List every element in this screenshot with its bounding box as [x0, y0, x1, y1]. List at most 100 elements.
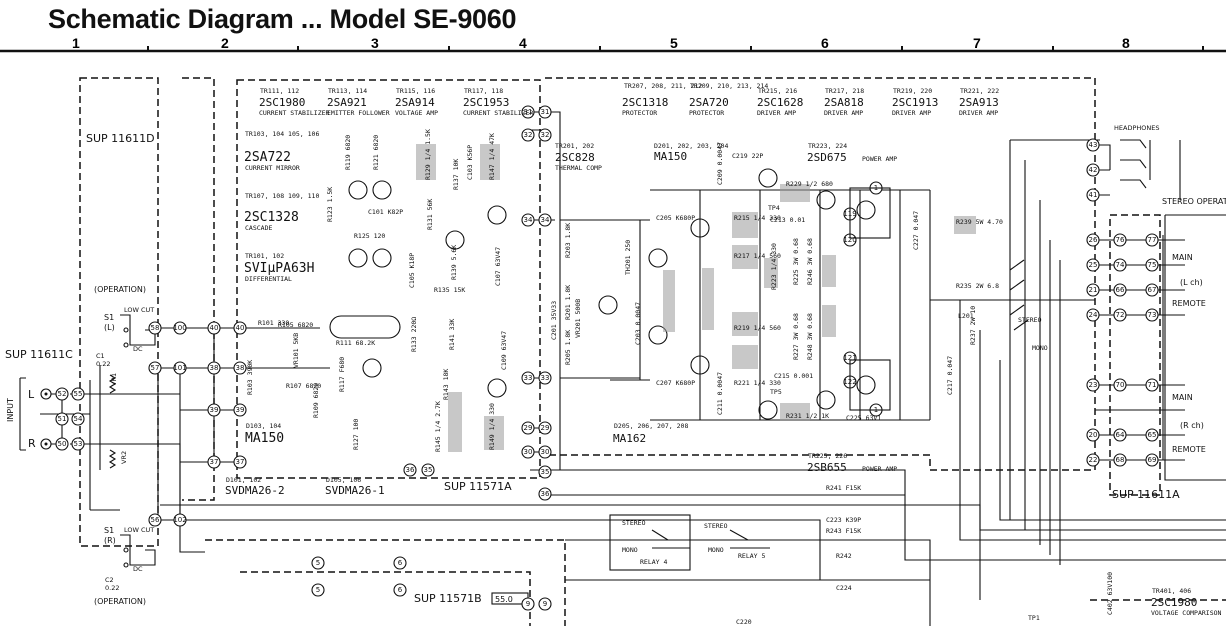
vr2-label: VR2 — [120, 451, 128, 464]
r107-label: R107 6820 — [286, 382, 321, 390]
c213-label: C213 0.01 — [770, 216, 805, 224]
input-label: INPUT — [6, 398, 15, 422]
switch-name: S1 — [104, 526, 114, 535]
r123-label: R123 1.5K — [326, 187, 334, 222]
svg-text:38: 38 — [210, 364, 219, 372]
group-part: 2SD675 — [807, 151, 847, 164]
svg-text:40: 40 — [236, 324, 245, 332]
group-part: SVIμPA63H — [244, 261, 314, 276]
remote-l-label: REMOTE — [1172, 299, 1206, 308]
svg-text:50: 50 — [58, 440, 67, 448]
group-refs: TR223, 224 — [808, 142, 847, 150]
group-func: DIFFERENTIAL — [245, 275, 292, 283]
relay5-label: RELAY 5 — [738, 552, 765, 560]
svg-text:34: 34 — [541, 216, 550, 224]
r217-label: R217 1/4 560 — [734, 252, 781, 260]
group-refs: D101, 102 — [226, 476, 261, 484]
tr-refs: TR219, 220 — [893, 87, 932, 95]
tr-part: 2SA921 — [327, 96, 367, 109]
r225-label: R225 3W 0.68 — [792, 238, 800, 285]
relay4-mono: MONO — [622, 546, 638, 554]
r133-label: R133 220Ω — [410, 317, 418, 352]
relay5-stereo: STEREO — [704, 522, 728, 530]
group-func: THERMAL COMP — [555, 164, 602, 172]
svg-text:37: 37 — [236, 458, 245, 466]
tr-func: CURRENT STABILIZER — [259, 109, 330, 117]
low-cut-label: LOW CUT — [124, 526, 154, 534]
tr-refs: TR117, 118 — [464, 87, 503, 95]
group-part: 2SC1328 — [244, 210, 299, 225]
c105-label: C105 K18P — [408, 253, 416, 288]
c203-label: C203 0.0047 — [634, 302, 642, 345]
svg-text:75: 75 — [1148, 261, 1157, 269]
c224-label: C224 — [836, 584, 852, 592]
r141-label: R141 33K — [448, 319, 456, 350]
tr-part: 2SA818 — [824, 96, 864, 109]
svg-text:9: 9 — [543, 600, 547, 608]
svg-text:24: 24 — [1089, 311, 1098, 319]
tr-func: CURRENT STABILIZER — [463, 109, 534, 117]
svg-text:6: 6 — [398, 586, 403, 594]
board-label: SUP 11611A — [1112, 488, 1180, 501]
column-ruler: 1 2 3 4 5 6 7 8 — [0, 35, 1226, 53]
r241-label: R241 F15K — [826, 484, 861, 492]
box-value: 55.0 — [495, 595, 513, 604]
r239-label: R239 5W 4.70 — [956, 218, 1003, 226]
r117-label: R117 F680 — [338, 357, 346, 392]
svg-text:32: 32 — [524, 131, 533, 139]
group-refs: TR107, 108 109, 110 — [245, 192, 319, 200]
column-label: 6 — [821, 35, 829, 51]
c219-label: C219 22P — [732, 152, 763, 160]
relay4-stereo: STEREO — [622, 519, 646, 527]
svg-text:30: 30 — [524, 448, 533, 456]
svg-text:55: 55 — [74, 390, 83, 398]
svg-text:29: 29 — [541, 424, 550, 432]
tr-part: 2SA913 — [959, 96, 999, 109]
c205-label: C205 K680P — [656, 214, 695, 222]
svg-text:41: 41 — [1089, 191, 1098, 199]
group-part: MA150 — [245, 431, 284, 446]
c225-label: C225 63V1 — [846, 414, 881, 422]
mono-label: MONO — [1032, 344, 1048, 352]
svg-text:56: 56 — [151, 516, 160, 524]
svg-text:33: 33 — [524, 374, 533, 382]
switch-s1-right: S1 (R) LOW CUT DC C2 0.22 (OPERATION) VR… — [94, 449, 156, 606]
c2-value: 0.22 — [105, 584, 119, 592]
svg-text:67: 67 — [1148, 286, 1157, 294]
tr-part: 2SC1318 — [622, 96, 668, 109]
r246-label: R246 3W 0.68 — [806, 238, 814, 285]
svg-text:36: 36 — [406, 466, 415, 474]
c223-label: C223 K39P — [826, 516, 861, 524]
tr-func: PROTECTOR — [689, 109, 724, 117]
column-label: 8 — [1122, 35, 1130, 51]
dc-label: DC — [133, 565, 143, 573]
group-refs: D105, 106 — [326, 476, 361, 484]
board-label: SUP 11571B — [414, 592, 482, 605]
group-part: SVDMA26-1 — [325, 484, 385, 497]
tp5-label: TP5 — [770, 388, 782, 396]
svg-text:5: 5 — [316, 586, 320, 594]
svg-text:33: 33 — [541, 374, 550, 382]
svg-text:32: 32 — [541, 131, 550, 139]
lch-label: (L ch) — [1180, 278, 1203, 287]
r101-label: R101 330 — [258, 319, 289, 327]
svg-text:23: 23 — [1089, 381, 1098, 389]
svg-text:102: 102 — [173, 516, 186, 524]
group-refs: D201, 202, 203, 204 — [654, 142, 728, 150]
r205-label: R205 1.8K — [564, 330, 572, 365]
r229-label: R229 1/2 680 — [786, 180, 833, 188]
tr-part: 2SA720 — [689, 96, 729, 109]
r121-label: R121 6820 — [372, 135, 380, 170]
r139-label: R139 5.6K — [450, 245, 458, 280]
svg-text:34: 34 — [524, 216, 533, 224]
r203-label: R203 1.8K — [564, 223, 572, 258]
r125-label: R125 120 — [354, 232, 385, 240]
group-refs: TR103, 104 105, 106 — [245, 130, 319, 138]
r131-label: R131 56K — [426, 199, 434, 230]
r119-label: R119 6820 — [344, 135, 352, 170]
column-label: 1 — [72, 35, 80, 51]
wiring — [157, 111, 1226, 626]
low-cut-label: LOW CUT — [124, 306, 154, 314]
